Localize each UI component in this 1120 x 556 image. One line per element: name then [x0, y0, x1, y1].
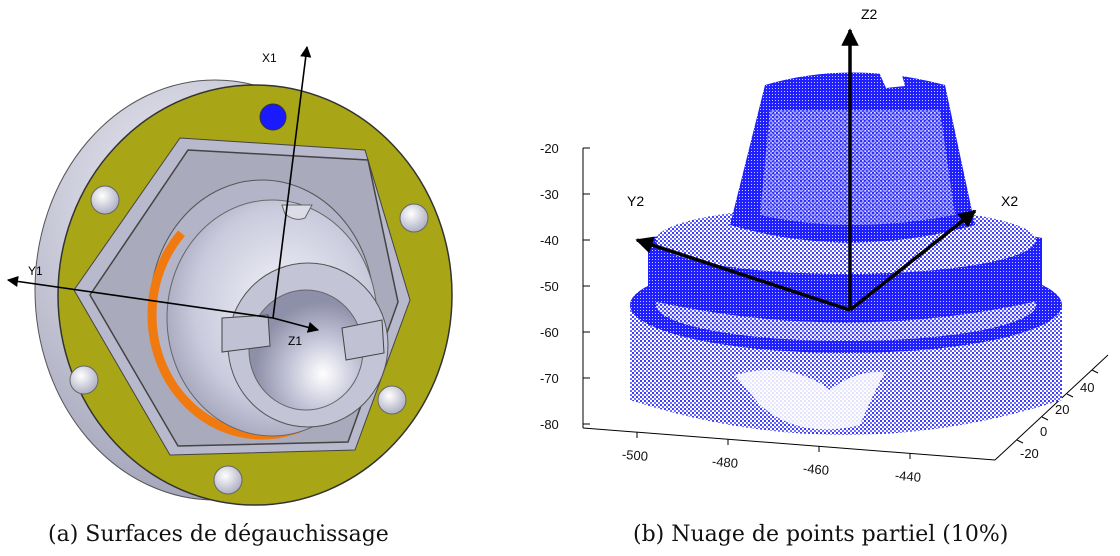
axis-x2-label: X2 — [1001, 193, 1018, 209]
axis-z1-arrow — [272, 317, 320, 333]
axis-y2-arrow — [635, 236, 851, 312]
cad-part-drawing: X1 Y1 Z1 — [6, 45, 453, 506]
axis-x1-label: X1 — [262, 51, 277, 65]
y-tick-label: 20 — [1055, 402, 1069, 417]
x-tick-label: -500 — [621, 447, 648, 464]
axis-y1-label: Y1 — [28, 264, 43, 278]
x-axis-line — [582, 427, 996, 461]
bolt-hole — [90, 185, 120, 215]
x-tick-marks — [636, 432, 911, 459]
y-tick-label: -20 — [1020, 446, 1039, 461]
vertical-tick-label: -80 — [540, 417, 559, 432]
y-tick-label: 0 — [1040, 424, 1047, 439]
y-axis-line — [994, 354, 1109, 461]
vertical-tick-label: -50 — [540, 279, 559, 294]
vertical-tick-label: -20 — [540, 141, 559, 156]
vertical-tick-label: -30 — [540, 187, 559, 202]
bolt-hole — [213, 465, 243, 495]
vertical-tick-label: -70 — [540, 371, 559, 386]
vertical-tick-label: -60 — [540, 325, 559, 340]
cloud-gap — [735, 370, 885, 430]
slot-left — [221, 314, 271, 353]
axis-z2-label: Z2 — [861, 6, 878, 22]
bolt-hole — [399, 203, 429, 233]
slot-right — [341, 319, 385, 361]
y-tick-label: 40 — [1080, 380, 1094, 395]
x-tick-label: -440 — [894, 468, 921, 485]
axis-x2-arrow — [848, 209, 977, 312]
vertical-tick-marks — [583, 147, 590, 425]
cloud-cone-face — [760, 110, 955, 225]
x-tick-label: -480 — [711, 454, 738, 471]
bolt-hole — [377, 385, 407, 415]
axis-z1-label: Z1 — [288, 334, 302, 348]
cloud-cone-notch — [878, 68, 905, 88]
x-tick-label: -460 — [802, 461, 829, 478]
vertical-tick-label: -40 — [540, 233, 559, 248]
bolt-hole — [69, 365, 99, 395]
axis-y2-label: Y2 — [627, 193, 644, 209]
point-cloud-plot: -20 -30 -40 -50 -60 -70 -80 -500 -480 -4… — [540, 6, 1109, 485]
caption-b: (b) Nuage de points partiel (10%) — [633, 522, 1009, 547]
blue-hole — [259, 103, 287, 131]
axis-x1-arrow — [272, 45, 312, 319]
y-tick-marks — [1016, 369, 1099, 444]
axis-y1-arrow — [6, 275, 274, 319]
caption-a: (a) Surfaces de dégauchissage — [48, 522, 389, 547]
